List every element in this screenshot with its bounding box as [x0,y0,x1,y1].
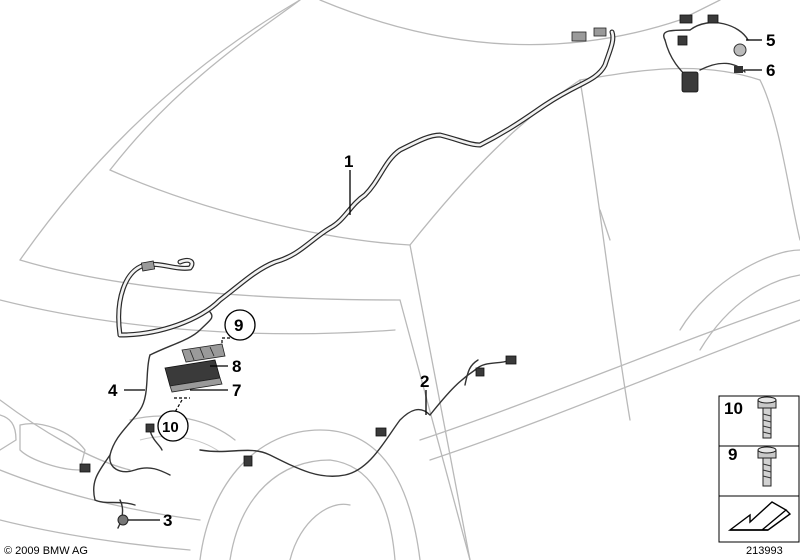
control-unit-part-7[interactable] [164,359,223,393]
callout-8: 8 [232,357,241,376]
bolt-10-icon [757,396,777,439]
callout-9-circle [224,309,256,341]
callout-5: 5 [766,31,775,50]
bracket-part-8[interactable] [181,343,226,363]
front-wiring-harness[interactable] [79,311,213,506]
connector-part-3[interactable] [117,499,129,529]
bolt-9-icon [757,446,777,487]
legend-label-9: 9 [728,445,737,464]
arrow-symbol-icon [727,501,792,531]
callout-10-circle [157,410,189,442]
copyright-text: © 2009 BMW AG [4,545,88,557]
callout-7: 7 [232,381,241,400]
side-wiring-harness[interactable] [199,355,517,477]
rear-wiring-harness[interactable] [663,14,749,93]
leader-10 [174,399,183,413]
callout-1: 1 [344,152,353,171]
grommet-part-5[interactable] [733,43,747,57]
diagram-number: 213993 [746,545,783,557]
callout-4: 4 [108,381,118,400]
callout-9: 9 [234,316,243,335]
callout-2: 2 [420,372,429,391]
main-wiring-harness[interactable] [116,27,616,338]
callout-3: 3 [163,511,172,530]
clip-part-6[interactable] [734,66,743,73]
callout-6: 6 [766,61,775,80]
callout-10: 10 [162,419,179,436]
legend-label-10: 10 [724,399,743,418]
